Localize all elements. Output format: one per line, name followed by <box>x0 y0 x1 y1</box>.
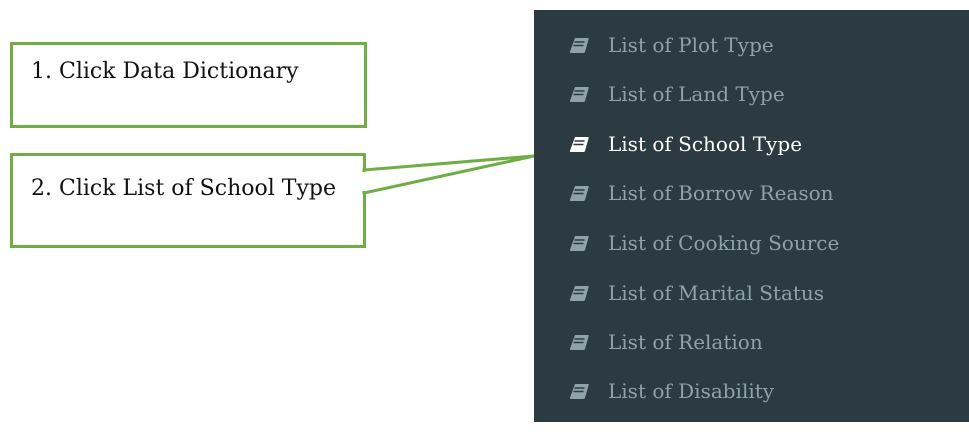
menu-item-relation[interactable]: List of Relation <box>534 323 969 363</box>
menu-item-borrow-reason[interactable]: List of Borrow Reason <box>534 174 969 214</box>
book-icon <box>569 335 589 350</box>
menu-item-label: List of Marital Status <box>608 281 825 305</box>
menu-item-label: List of Borrow Reason <box>608 181 834 205</box>
menu-item-cooking-source[interactable]: List of Cooking Source <box>534 224 969 264</box>
menu-item-label: List of Cooking Source <box>608 231 840 255</box>
menu-item-plot-type[interactable]: List of Plot Type <box>534 26 969 66</box>
instruction-callout-step-1: 1. Click Data Dictionary <box>10 42 367 128</box>
book-icon <box>569 384 589 399</box>
book-icon <box>569 286 589 301</box>
book-icon <box>569 137 589 152</box>
menu-item-label: List of Land Type <box>608 82 785 106</box>
callout-text: 1. Click Data Dictionary <box>31 59 299 84</box>
book-icon <box>569 236 589 251</box>
menu-item-land-type[interactable]: List of Land Type <box>534 75 969 115</box>
menu-item-disability[interactable]: List of Disability <box>534 372 969 412</box>
menu-item-label: List of Disability <box>608 379 775 403</box>
data-dictionary-submenu: List of Plot Type List of Land Type List… <box>534 10 969 422</box>
menu-item-label: List of School Type <box>608 132 803 156</box>
menu-item-marital-status[interactable]: List of Marital Status <box>534 274 969 314</box>
menu-item-school-type[interactable]: List of School Type <box>534 125 969 165</box>
menu-item-label: List of Plot Type <box>608 33 774 57</box>
book-icon <box>569 186 589 201</box>
instruction-callout-step-2: 2. Click List of School Type <box>10 153 366 248</box>
book-icon <box>569 87 589 102</box>
callout-text: 2. Click List of School Type <box>31 176 336 201</box>
book-icon <box>569 38 589 53</box>
menu-item-label: List of Relation <box>608 330 763 354</box>
